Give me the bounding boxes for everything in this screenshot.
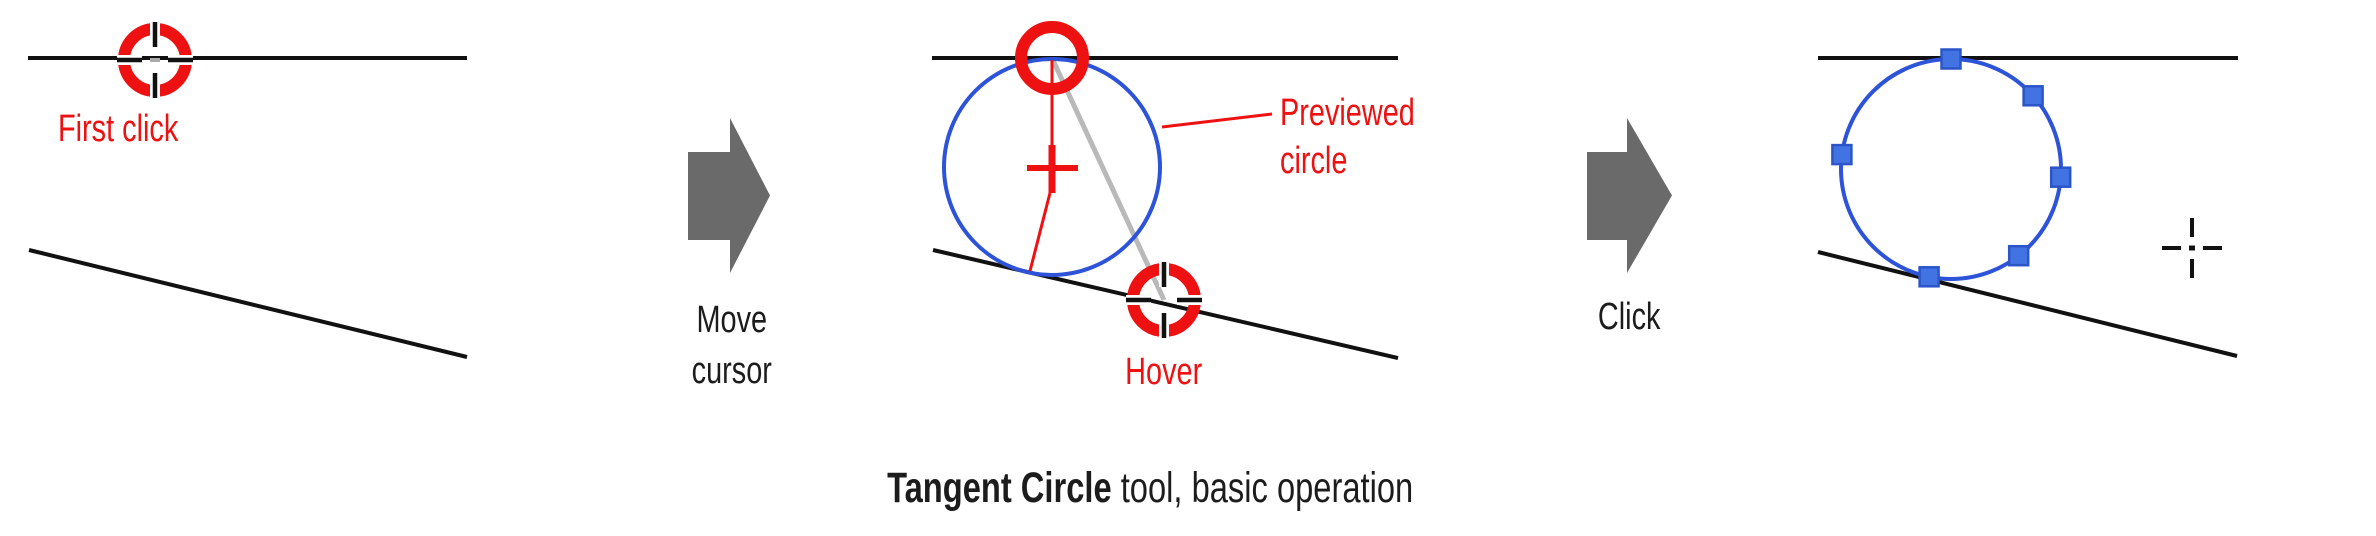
sketch-line-slanted (1817, 250, 2238, 358)
crosshair-icon (1126, 262, 1202, 338)
figure-caption-bold: Tangent Circle (886, 464, 1112, 512)
panel-first-click (28, 22, 468, 359)
selection-handles (1831, 48, 2072, 288)
radius-line-to-bottom-tangent (1028, 192, 1052, 272)
crosshair-icon (2162, 218, 2222, 278)
hover-marker-crosshair-icon (1126, 262, 1202, 338)
move-cursor-label-line2: cursor (691, 350, 773, 393)
label-leader-line (1161, 112, 1273, 129)
panel-result (1817, 48, 2238, 358)
crosshair-center-dot (150, 58, 160, 62)
previewed-circle-label-line1: Previewed (1280, 92, 1415, 134)
rubber-band-line (1049, 56, 1167, 302)
hover-label: Hover (1125, 351, 1203, 393)
arrow-right-icon (1587, 118, 1672, 273)
circle-handle (2007, 244, 2030, 267)
previewed-circle (942, 57, 1162, 277)
previewed-circle-label: Previewed circle (1280, 90, 1457, 185)
figure-caption-rest: tool, basic operation (1111, 464, 1414, 512)
arrow-right-icon (688, 118, 770, 273)
first-click-label: First click (58, 108, 179, 150)
tangent-point-ring-icon (1015, 21, 1089, 95)
sketch-line-slanted (28, 248, 468, 359)
circle-handle (1831, 143, 1853, 166)
move-cursor-label-line1: Move (696, 299, 768, 341)
previewed-circle-label-line2: circle (1280, 139, 1348, 182)
crosshair-center-dot (2189, 245, 2195, 251)
figure-caption: Tangent Circle tool, basic operation (650, 462, 1650, 516)
click-label: Click (1597, 296, 1661, 338)
circle-handle (2022, 85, 2044, 107)
circle-handle (1918, 266, 1940, 288)
snap-marker-crosshair-icon (117, 22, 193, 98)
panel-preview (932, 21, 1399, 360)
circle-handle (1940, 48, 1962, 70)
crosshair-icon (117, 22, 193, 98)
circle-handle (2049, 166, 2072, 188)
move-cursor-label: Move cursor (582, 295, 882, 398)
cursor-crosshair-icon (2162, 218, 2222, 278)
